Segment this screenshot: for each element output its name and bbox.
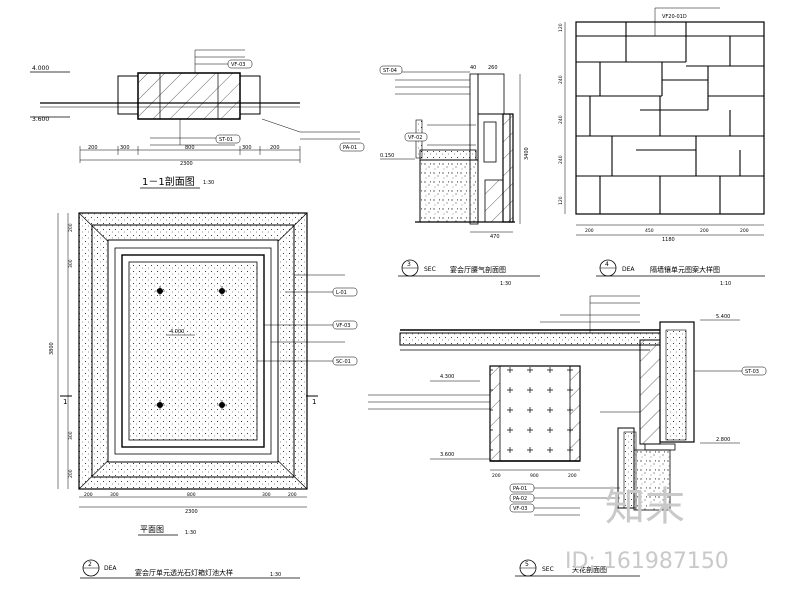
section-3: ST-04 40 260 VF-02 0.150 3400 470 3	[379, 65, 540, 287]
sec4-side-dim-5: 120	[558, 196, 564, 205]
plan-side-dim-4: 300	[68, 431, 74, 440]
sec3-dim-top-2: 260	[488, 65, 498, 71]
section-1-scale: 1:30	[203, 180, 214, 186]
sec4-dim-4: 200	[740, 228, 749, 234]
sheet-4-title: 隔墙镶单元图案大样图	[650, 265, 720, 274]
section-5-ceiling: 5.400 2.800 ST-03 4.300 3.600 200 900 20…	[368, 295, 767, 577]
light-fixtures	[155, 286, 227, 410]
sec4-dim-2: 450	[645, 228, 654, 234]
sec5-tag-st03: ST-03	[745, 369, 759, 375]
section-4-brick-pattern: VF20-01D 120 240 240 240 120 200 450 200…	[558, 7, 765, 287]
dim-total: 2300	[180, 161, 193, 167]
plan-scale: 1:30	[185, 530, 196, 536]
sheet-5-num: 5	[525, 561, 529, 568]
sec5-tag-pa01: PA-01	[513, 486, 527, 492]
sheet-2-title: 宴会厅单元透光石灯箱灯池大样	[135, 568, 233, 577]
plan-section-mark-right: 1	[312, 398, 316, 406]
dim-5: 200	[270, 145, 280, 151]
plan-center-elev: 4.000	[170, 329, 184, 335]
plan-title: 平面图	[140, 525, 164, 534]
sheet-5-title: 天花剖面图	[572, 565, 607, 574]
sec3-tag-st04: ST-04	[383, 68, 397, 74]
sec5-tag-vf03: VF-03	[513, 506, 527, 512]
sec5-elev-left: 4.300	[440, 374, 454, 380]
watermark-id: ID: 161987150	[565, 549, 729, 574]
sheet-2-scale: 1:30	[270, 572, 281, 578]
plan-side-dim-2: 300	[68, 259, 74, 268]
sec3-dim-top-1: 40	[470, 65, 476, 71]
sec5-tag-pa02: PA-02	[513, 496, 527, 502]
sec3-dim-bottom: 470	[490, 234, 500, 240]
sheet-2-num: 2	[88, 561, 92, 568]
watermark-brand: 知末	[605, 484, 685, 530]
sec5-elev-mid: 2.800	[716, 437, 730, 443]
sec4-side-dim-4: 240	[558, 155, 564, 164]
plan-bottom-dim-2: 300	[110, 492, 119, 498]
sheet-3-title: 宴会厅腰气剖面图	[450, 265, 506, 274]
plan-tag-vf03: VF-03	[336, 323, 350, 329]
tag-st01: ST-01	[219, 137, 233, 143]
tag-pa01: PA-01	[343, 145, 357, 151]
sheet-4-num: 4	[605, 261, 609, 268]
sec4-side-dim-1: 120	[558, 23, 564, 32]
brick-pattern	[576, 22, 764, 214]
plan-bottom-dim-5: 200	[288, 492, 297, 498]
sheet-4-scale: 1:10	[720, 281, 731, 287]
sec5-dim-3: 200	[568, 473, 577, 479]
sheet-3-code: SEC	[424, 266, 436, 273]
sheet-4-code: DEA	[622, 266, 635, 273]
sec5-elev-top: 5.400	[716, 314, 730, 320]
sec4-label-top: VF20-01D	[662, 14, 687, 20]
section-1-1: 4.000 3.600 VF-03 ST-01 PA-01	[30, 49, 365, 189]
sheet-5-code: SEC	[542, 566, 554, 573]
plan-total-h: 2300	[185, 509, 198, 515]
plan-bottom-dim-3: 800	[187, 492, 196, 498]
sec5-dim-1: 200	[492, 473, 501, 479]
dim-3: 800	[185, 145, 195, 151]
elev-top: 4.000	[32, 65, 49, 72]
watermark: 知末 ID: 161987150	[565, 484, 729, 574]
plan-section-mark-left: 1	[63, 398, 67, 406]
dim-ticks	[79, 146, 301, 163]
sheet-3-scale: 1:30	[500, 281, 511, 287]
sec4-side-dim-3: 240	[558, 115, 564, 124]
plan-tag-l01: L-01	[336, 290, 347, 296]
dim-2: 300	[120, 145, 130, 151]
plan-bottom-dim-1: 200	[84, 492, 93, 498]
sec3-elev: 0.150	[380, 153, 394, 159]
sheet-2-code: DEA	[104, 565, 117, 572]
elev-bottom: 3.600	[32, 116, 49, 123]
sec3-tag-vf02: VF-02	[408, 135, 422, 141]
plan-total-v: 3800	[49, 342, 55, 355]
sec4-dim-3: 200	[700, 228, 709, 234]
sec4-dim-1: 200	[585, 228, 594, 234]
sec5-elev-bottom: 3.600	[440, 452, 454, 458]
sec3-dim-side: 3400	[524, 147, 530, 160]
tag-vf03: VF-03	[231, 62, 245, 68]
plan-side-dim-1: 200	[68, 223, 74, 232]
plan-tag-sc01: SC-01	[336, 359, 351, 365]
sec5-dim-2: 900	[530, 473, 539, 479]
sec4-side-dim-2: 240	[558, 75, 564, 84]
plan-bottom-dim-4: 300	[262, 492, 271, 498]
dim-4: 300	[242, 145, 252, 151]
plan-view: 4.000 L-01 VF-03 SC-01 1 1 3800 200 300 …	[49, 212, 358, 579]
sec4-dim-total: 1180	[662, 237, 675, 243]
plan-side-dim-5: 200	[68, 469, 74, 478]
dim-1: 200	[88, 145, 98, 151]
sheet-3-num: 3	[407, 261, 411, 268]
section-1-title: 1－1剖面图	[142, 175, 195, 188]
